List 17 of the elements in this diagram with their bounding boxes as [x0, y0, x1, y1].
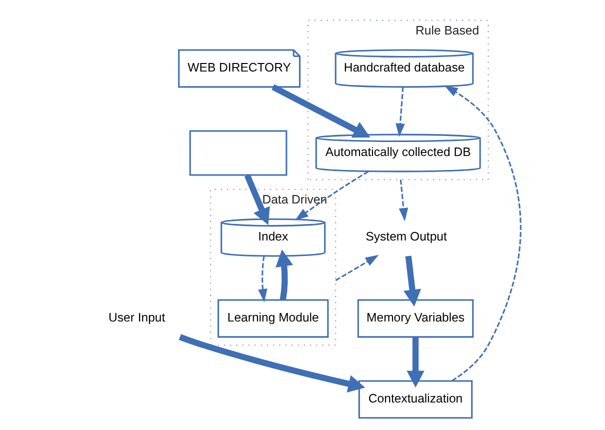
arrow	[178, 334, 365, 392]
node-box	[188, 130, 287, 176]
node-text: User Input	[108, 310, 165, 325]
arrow	[444, 86, 521, 382]
arrow	[275, 250, 293, 300]
arrow	[406, 337, 424, 388]
node-box: Learning Module	[217, 299, 328, 338]
node-text: System Output	[365, 230, 446, 244]
arrow	[244, 174, 270, 226]
arrow	[398, 180, 408, 222]
arrow	[271, 84, 370, 138]
node-box: Contextualization	[358, 380, 472, 419]
arrow	[395, 86, 404, 137]
node-box: Memory Variables	[356, 299, 474, 338]
arrow	[258, 256, 267, 302]
arrow	[403, 256, 421, 307]
arrow	[334, 254, 378, 282]
